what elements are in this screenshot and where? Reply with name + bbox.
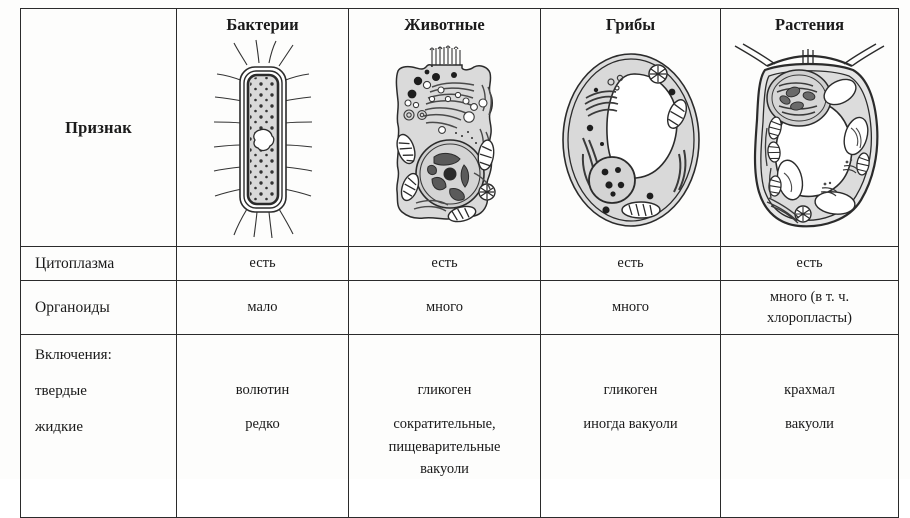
cell-inclusions-bacteria: волютин редко — [176, 334, 349, 518]
header-cell-fungi: Грибы — [540, 8, 721, 247]
inclusions-liquid-label: жидкие — [35, 419, 83, 435]
inclusions-title: Включения: — [35, 347, 112, 363]
cell-organelles-bacteria: мало — [176, 280, 349, 335]
inclusions-fungi-solid: гликоген — [603, 382, 658, 398]
inclusions-solid-label: твердые — [35, 383, 87, 399]
table-row-organelles: Органоиды мало много много много (в т. ч… — [20, 280, 899, 335]
bacteria-cell-diagram — [177, 35, 348, 244]
animal-cell-diagram — [349, 35, 540, 244]
inclusions-animals-liquid: сократительные, пищеварительные вакуоли — [388, 416, 501, 478]
inclusions-plants-liquid: вакуоли — [785, 416, 834, 433]
cell-inclusions-plants: крахмал вакуоли — [720, 334, 899, 518]
inclusions-fungi-liquid: иногда вакуоли — [583, 416, 678, 433]
cell-organelles-animals: много — [348, 280, 541, 335]
page-root: Признак Бактерии — [20, 8, 899, 518]
cell-cytoplasm-animals: есть — [348, 246, 541, 281]
header-cell-bacteria: Бактерии — [176, 8, 349, 247]
inclusions-bacteria-solid: волютин — [235, 382, 290, 398]
cell-cytoplasm-plants: есть — [720, 246, 899, 281]
inclusions-plants-solid: крахмал — [784, 382, 835, 398]
cell-organelles-fungi: много — [540, 280, 721, 335]
header-cell-animals: Животные — [348, 8, 541, 247]
header-label-plants: Растения — [774, 15, 845, 34]
inclusions-bacteria-liquid: редко — [245, 416, 280, 433]
header-cell-plants: Растения — [720, 8, 899, 247]
row-label-organelles: Органоиды — [20, 280, 177, 335]
fungal-cell-diagram — [541, 35, 720, 244]
cell-comparison-table: Признак Бактерии — [20, 8, 899, 518]
header-label-fungi: Грибы — [605, 15, 656, 34]
header-label-feature: Признак — [65, 117, 132, 137]
inclusions-animals-solid: гликоген — [417, 382, 472, 398]
table-row-inclusions: Включения: твердые жидкие волютин редко … — [20, 334, 899, 518]
plant-cell-diagram — [721, 35, 898, 244]
cell-cytoplasm-fungi: есть — [540, 246, 721, 281]
header-label-animals: Животные — [404, 15, 485, 34]
table-header-row: Признак Бактерии — [20, 8, 899, 247]
row-label-cytoplasm: Цитоплазма — [20, 246, 177, 281]
header-cell-feature: Признак — [20, 8, 177, 247]
cell-inclusions-fungi: гликоген иногда вакуоли — [540, 334, 721, 518]
cell-cytoplasm-bacteria: есть — [176, 246, 349, 281]
cell-organelles-plants: много (в т. ч. хлоропласты) — [720, 280, 899, 335]
cell-inclusions-animals: гликоген сократительные, пищеварительные… — [348, 334, 541, 518]
header-label-bacteria: Бактерии — [226, 15, 299, 34]
row-label-inclusions: Включения: твердые жидкие — [20, 334, 177, 518]
table-row-cytoplasm: Цитоплазма есть есть есть есть — [20, 246, 899, 281]
